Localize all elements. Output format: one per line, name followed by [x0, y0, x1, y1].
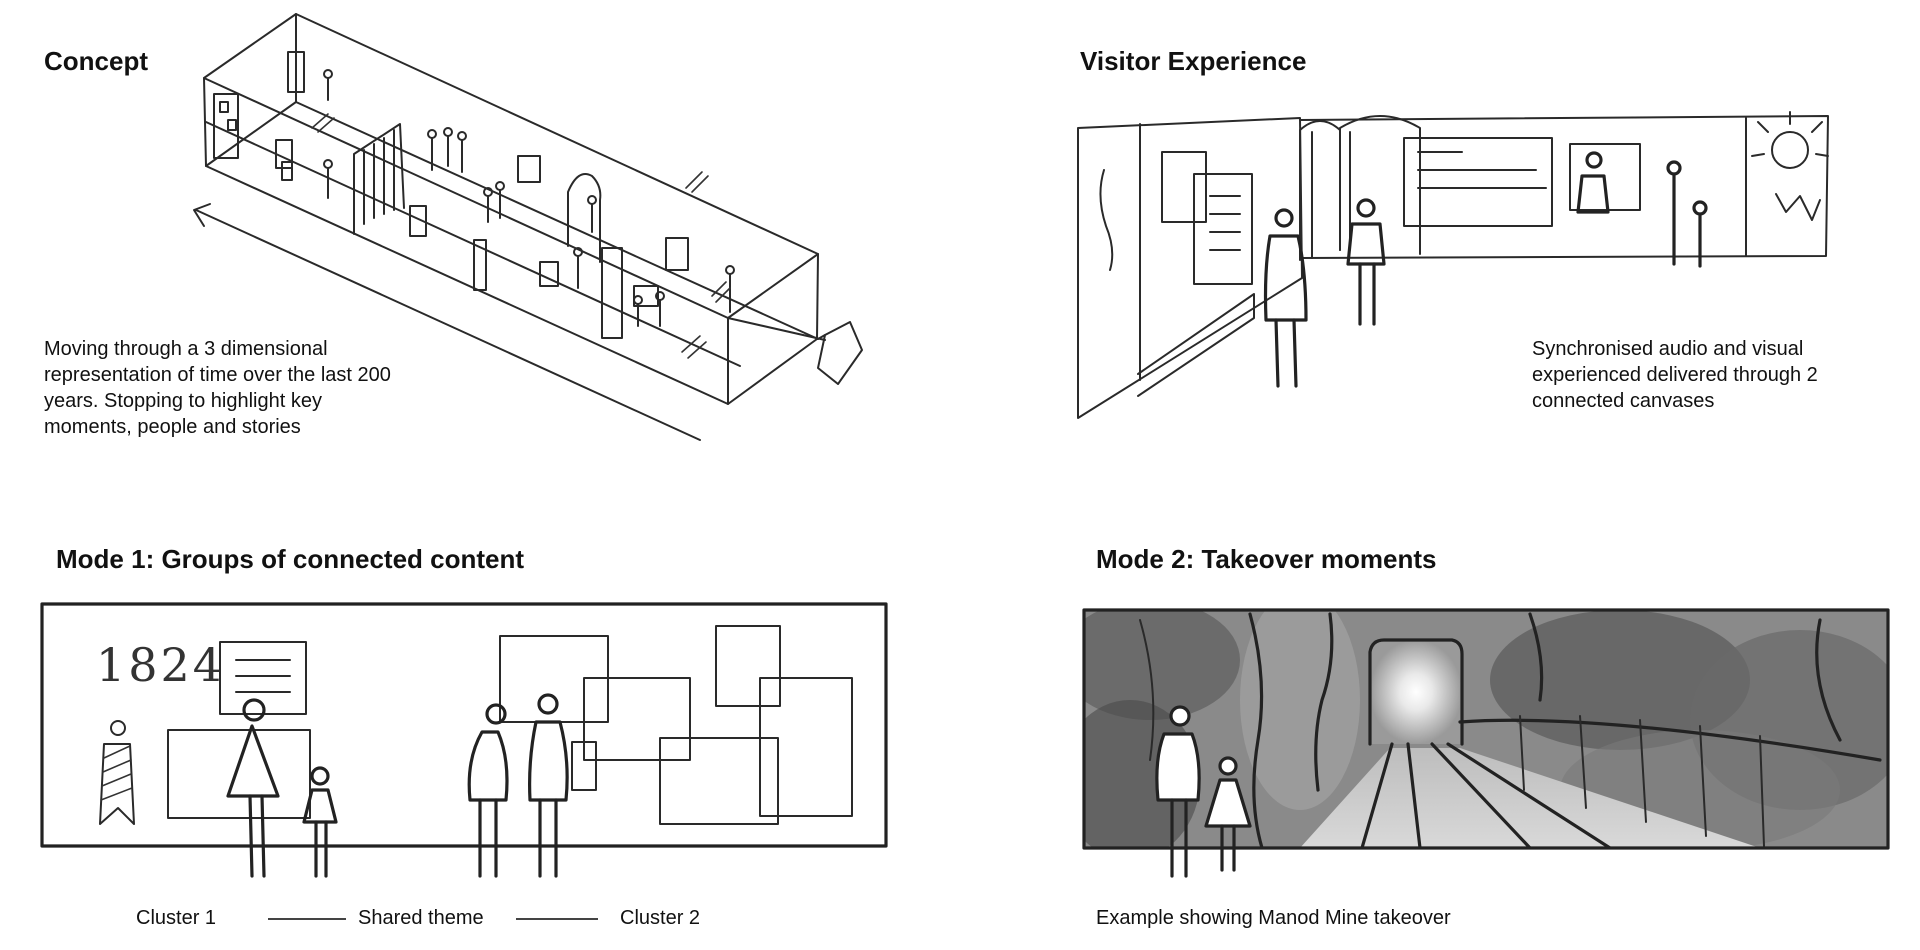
mode2-title: Mode 2: Takeover moments — [1096, 544, 1437, 574]
legend-cluster-1: Cluster 1 — [136, 907, 217, 929]
mode2-caption: Example showing Manod Mine takeover — [1096, 907, 1451, 929]
concept-title: Concept — [44, 46, 148, 76]
legend-cluster-2: Cluster 2 — [620, 907, 701, 929]
legend-shared-theme: Shared theme — [358, 907, 484, 929]
legend-connector-right — [516, 918, 598, 920]
mode1-sketch — [40, 602, 888, 878]
mode2-takeover-illustration — [1082, 608, 1890, 878]
mode1-year: 1824 — [96, 638, 226, 692]
visitor-experience-sketch — [1077, 111, 1829, 419]
concept-sketch — [193, 13, 863, 441]
visitor-experience-description: Synchronised audio and visual experience… — [1532, 338, 1818, 412]
concept-description: Moving through a 3 dimensional represent… — [44, 338, 391, 438]
legend-connector-left — [268, 918, 346, 920]
mode1-title: Mode 1: Groups of connected content — [56, 544, 525, 574]
visitor-experience-title: Visitor Experience — [1080, 46, 1307, 76]
